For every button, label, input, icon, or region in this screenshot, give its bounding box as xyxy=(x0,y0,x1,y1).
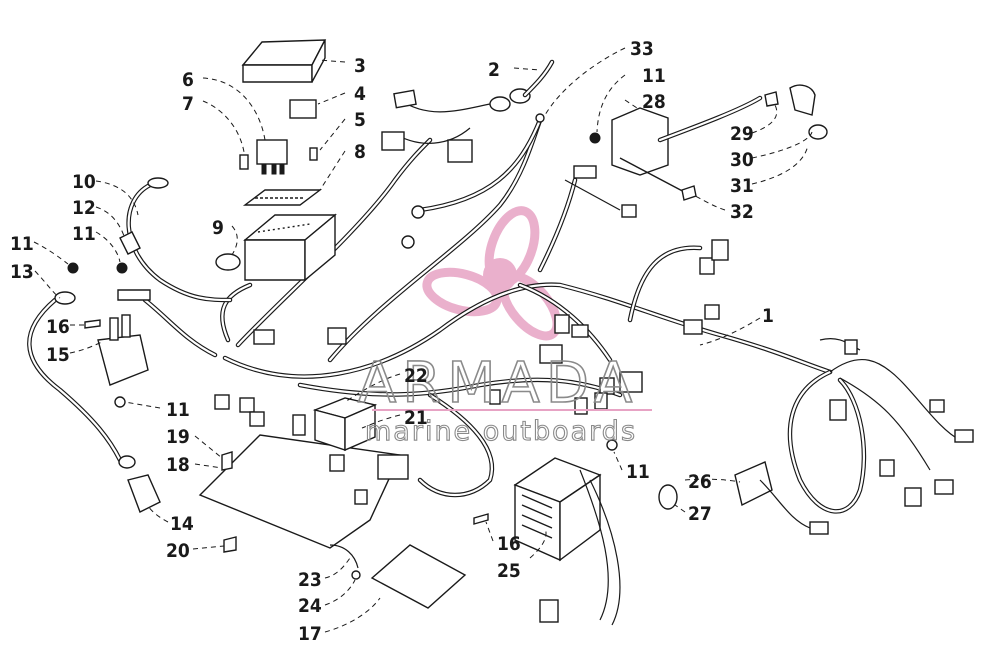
cdi-part-25 xyxy=(513,457,602,562)
bracket-part-26 xyxy=(734,461,773,507)
callout-32: 32 xyxy=(730,201,754,223)
callout-29: 29 xyxy=(730,123,754,145)
fuse-part-5 xyxy=(309,147,318,161)
center-connectors xyxy=(489,239,729,415)
washer-part-24 xyxy=(351,570,361,580)
relay-part-6 xyxy=(256,139,288,175)
plate-part-17 xyxy=(370,544,467,609)
callout-23: 23 xyxy=(298,569,322,591)
cdi-lead xyxy=(579,469,609,621)
relay-part-4 xyxy=(289,99,317,119)
fuse-part-7 xyxy=(239,154,249,170)
callout-1: 1 xyxy=(762,305,774,327)
callout-8: 8 xyxy=(354,141,366,163)
cable-end-10 xyxy=(147,177,169,189)
mounting-plate xyxy=(198,434,409,549)
callout-20: 20 xyxy=(166,540,190,562)
terminal-13 xyxy=(54,291,76,305)
callout-14: 14 xyxy=(170,513,194,535)
callout-25: 25 xyxy=(497,560,521,582)
callout-2: 2 xyxy=(488,59,500,81)
nut-11-bottom xyxy=(114,396,126,408)
callout-9: 9 xyxy=(212,217,224,239)
bracket xyxy=(117,289,151,301)
coil-connector-b xyxy=(621,204,637,218)
regulator-part-21 xyxy=(312,397,378,452)
bolt-part-20 xyxy=(223,536,237,553)
callout-11-a: 11 xyxy=(72,223,96,245)
cdi-connector xyxy=(539,599,559,623)
bracket-connector xyxy=(809,521,829,535)
cdi-lead-2 xyxy=(589,479,621,626)
callout-11-b: 11 xyxy=(10,233,34,255)
callout-7: 7 xyxy=(182,93,194,115)
screw-part-19 xyxy=(221,451,233,471)
callout-labels: 3 4 5 8 6 7 9 10 12 11 11 13 16 15 11 19… xyxy=(10,38,774,645)
boot-part-12 xyxy=(119,231,141,255)
watermark-brand: ARMADA xyxy=(358,351,638,416)
callout-30: 30 xyxy=(730,149,754,171)
coil-wire xyxy=(564,179,621,211)
right-harness-ends xyxy=(819,338,974,507)
callout-10: 10 xyxy=(72,171,96,193)
callout-6: 6 xyxy=(182,69,194,91)
fuse-block-part-9 xyxy=(243,213,337,282)
callout-11-c: 11 xyxy=(166,399,190,421)
leader-lines xyxy=(33,47,813,633)
callout-11-d: 11 xyxy=(626,461,650,483)
main-harness xyxy=(220,117,867,514)
callout-13: 13 xyxy=(10,261,34,283)
ignition-coil-part-28 xyxy=(589,95,763,201)
boot-part-30 xyxy=(789,84,816,116)
wire-part-23 xyxy=(329,544,359,569)
clip-part-27 xyxy=(658,484,678,510)
left-connectors xyxy=(214,327,347,473)
nut-11-mid xyxy=(116,262,128,274)
callout-16-b: 16 xyxy=(497,533,521,555)
callout-16-a: 16 xyxy=(46,316,70,338)
callout-33: 33 xyxy=(630,38,654,60)
coil-connector-a xyxy=(573,165,597,179)
callout-28: 28 xyxy=(642,91,666,113)
callout-26: 26 xyxy=(688,471,712,493)
screw-16-cdi xyxy=(473,513,489,525)
callout-31: 31 xyxy=(730,175,754,197)
callout-5: 5 xyxy=(354,109,366,131)
nut-11-left xyxy=(67,262,79,274)
callout-24: 24 xyxy=(298,595,322,617)
watermark-tagline: marine outboards xyxy=(365,416,637,447)
cap-part-30b xyxy=(808,124,828,140)
fuse-strip-part-8 xyxy=(242,189,323,206)
callout-11-e: 11 xyxy=(642,65,666,87)
ring-terminal xyxy=(118,455,136,469)
screw-16-left xyxy=(84,319,101,329)
callout-21: 21 xyxy=(404,407,428,429)
boot-part-14 xyxy=(127,474,161,513)
callout-22: 22 xyxy=(404,365,428,387)
battery-cable xyxy=(27,182,233,463)
callout-4: 4 xyxy=(354,83,366,105)
callout-15: 15 xyxy=(46,344,70,366)
callout-19: 19 xyxy=(166,426,190,448)
solenoid-part-15 xyxy=(97,314,149,386)
nut-11-cdi xyxy=(606,439,618,451)
callout-3: 3 xyxy=(354,55,366,77)
clip-ring xyxy=(215,253,241,271)
callout-18: 18 xyxy=(166,454,190,476)
bracket-wire xyxy=(759,479,811,529)
callout-17: 17 xyxy=(298,623,322,645)
propeller-logo xyxy=(422,206,562,341)
fuse-box-cover xyxy=(241,39,327,83)
callout-12: 12 xyxy=(72,197,96,219)
upper-harness xyxy=(381,59,555,249)
callout-27: 27 xyxy=(688,503,712,525)
cap-part-29 xyxy=(764,91,779,107)
